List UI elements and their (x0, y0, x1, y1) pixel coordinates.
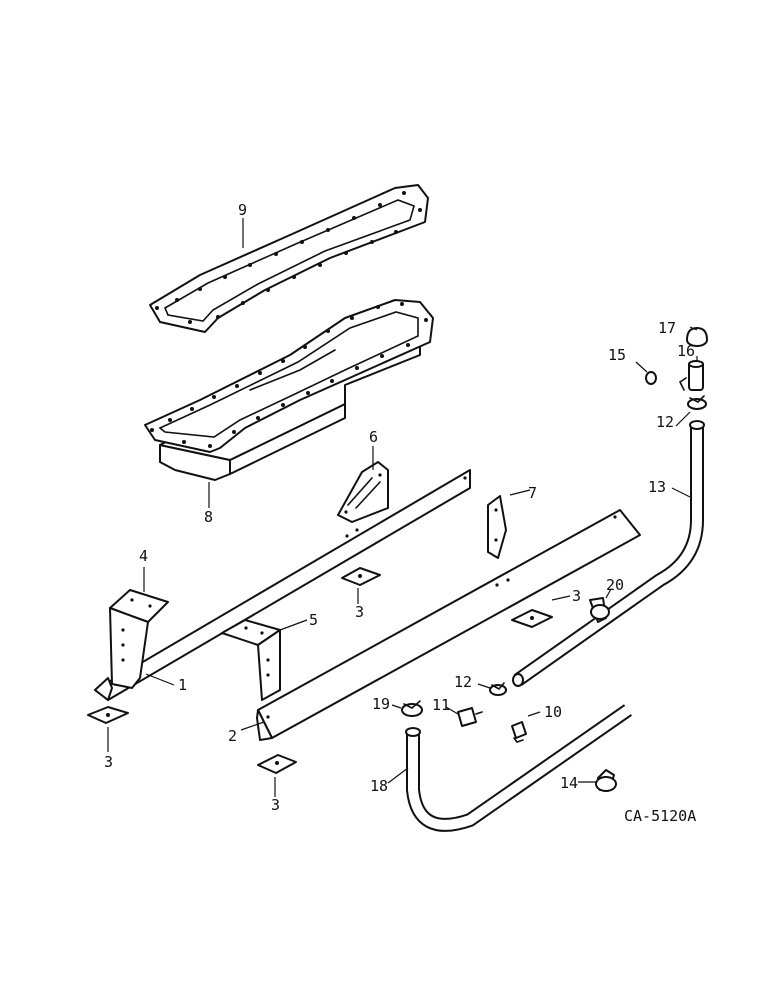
callout-8: 8 (204, 508, 213, 526)
callout-3-d: 3 (572, 587, 581, 605)
square-plate-3b (257, 754, 297, 774)
dipstick-tube-13 (512, 420, 705, 687)
clamp-20 (589, 597, 610, 623)
callout-19: 19 (372, 695, 390, 713)
leader-lines (107, 218, 698, 797)
oil-pan-bolt-holes (150, 302, 428, 448)
fitting-16 (678, 360, 704, 391)
callout-2: 2 (228, 727, 237, 745)
callout-3-c: 3 (355, 603, 364, 621)
plate-6 (337, 461, 389, 523)
square-plate-3a (87, 706, 129, 724)
fitting-11 (457, 707, 483, 727)
drawing-reference-code: CA-5120A (624, 807, 696, 825)
callout-14: 14 (560, 774, 578, 792)
callout-9: 9 (238, 201, 247, 219)
clip-15 (645, 371, 657, 385)
callout-3-b: 3 (271, 796, 280, 814)
clamp-12-lower (489, 682, 507, 696)
callout-10: 10 (544, 703, 562, 721)
oil-pan-gasket (149, 184, 429, 333)
callout-5: 5 (309, 611, 318, 629)
clamp-12-top (687, 395, 707, 410)
callout-6: 6 (369, 428, 378, 446)
plug-10 (511, 721, 527, 743)
clamp-19 (401, 700, 423, 717)
callout-15: 15 (608, 346, 626, 364)
callout-1: 1 (178, 676, 187, 694)
callout-18: 18 (370, 777, 388, 795)
callout-12-top: 12 (656, 413, 674, 431)
callout-7: 7 (528, 484, 537, 502)
angle-rail-left (94, 469, 471, 701)
bracket-5 (221, 619, 281, 701)
callout-12-lower: 12 (454, 673, 472, 691)
callout-13: 13 (648, 478, 666, 496)
callout-11: 11 (432, 696, 450, 714)
gasket-bolt-holes (155, 191, 422, 324)
cap-17 (686, 327, 708, 347)
tube-18 (405, 704, 632, 832)
callout-16: 16 (677, 342, 695, 360)
callout-17: 17 (658, 319, 676, 337)
oil-pan (144, 299, 434, 481)
callout-4: 4 (139, 547, 148, 565)
callout-3-a: 3 (104, 753, 113, 771)
square-plate-3c (341, 567, 381, 586)
angle-rail-right (256, 509, 641, 741)
square-plate-3d (511, 609, 553, 628)
bracket-4 (109, 589, 169, 689)
plate-7 (487, 495, 507, 559)
callout-labels: 1 2 3 3 3 3 4 5 6 7 8 9 10 11 12 12 13 1… (104, 201, 695, 814)
callout-20: 20 (606, 576, 624, 594)
clamp-14 (595, 769, 617, 792)
